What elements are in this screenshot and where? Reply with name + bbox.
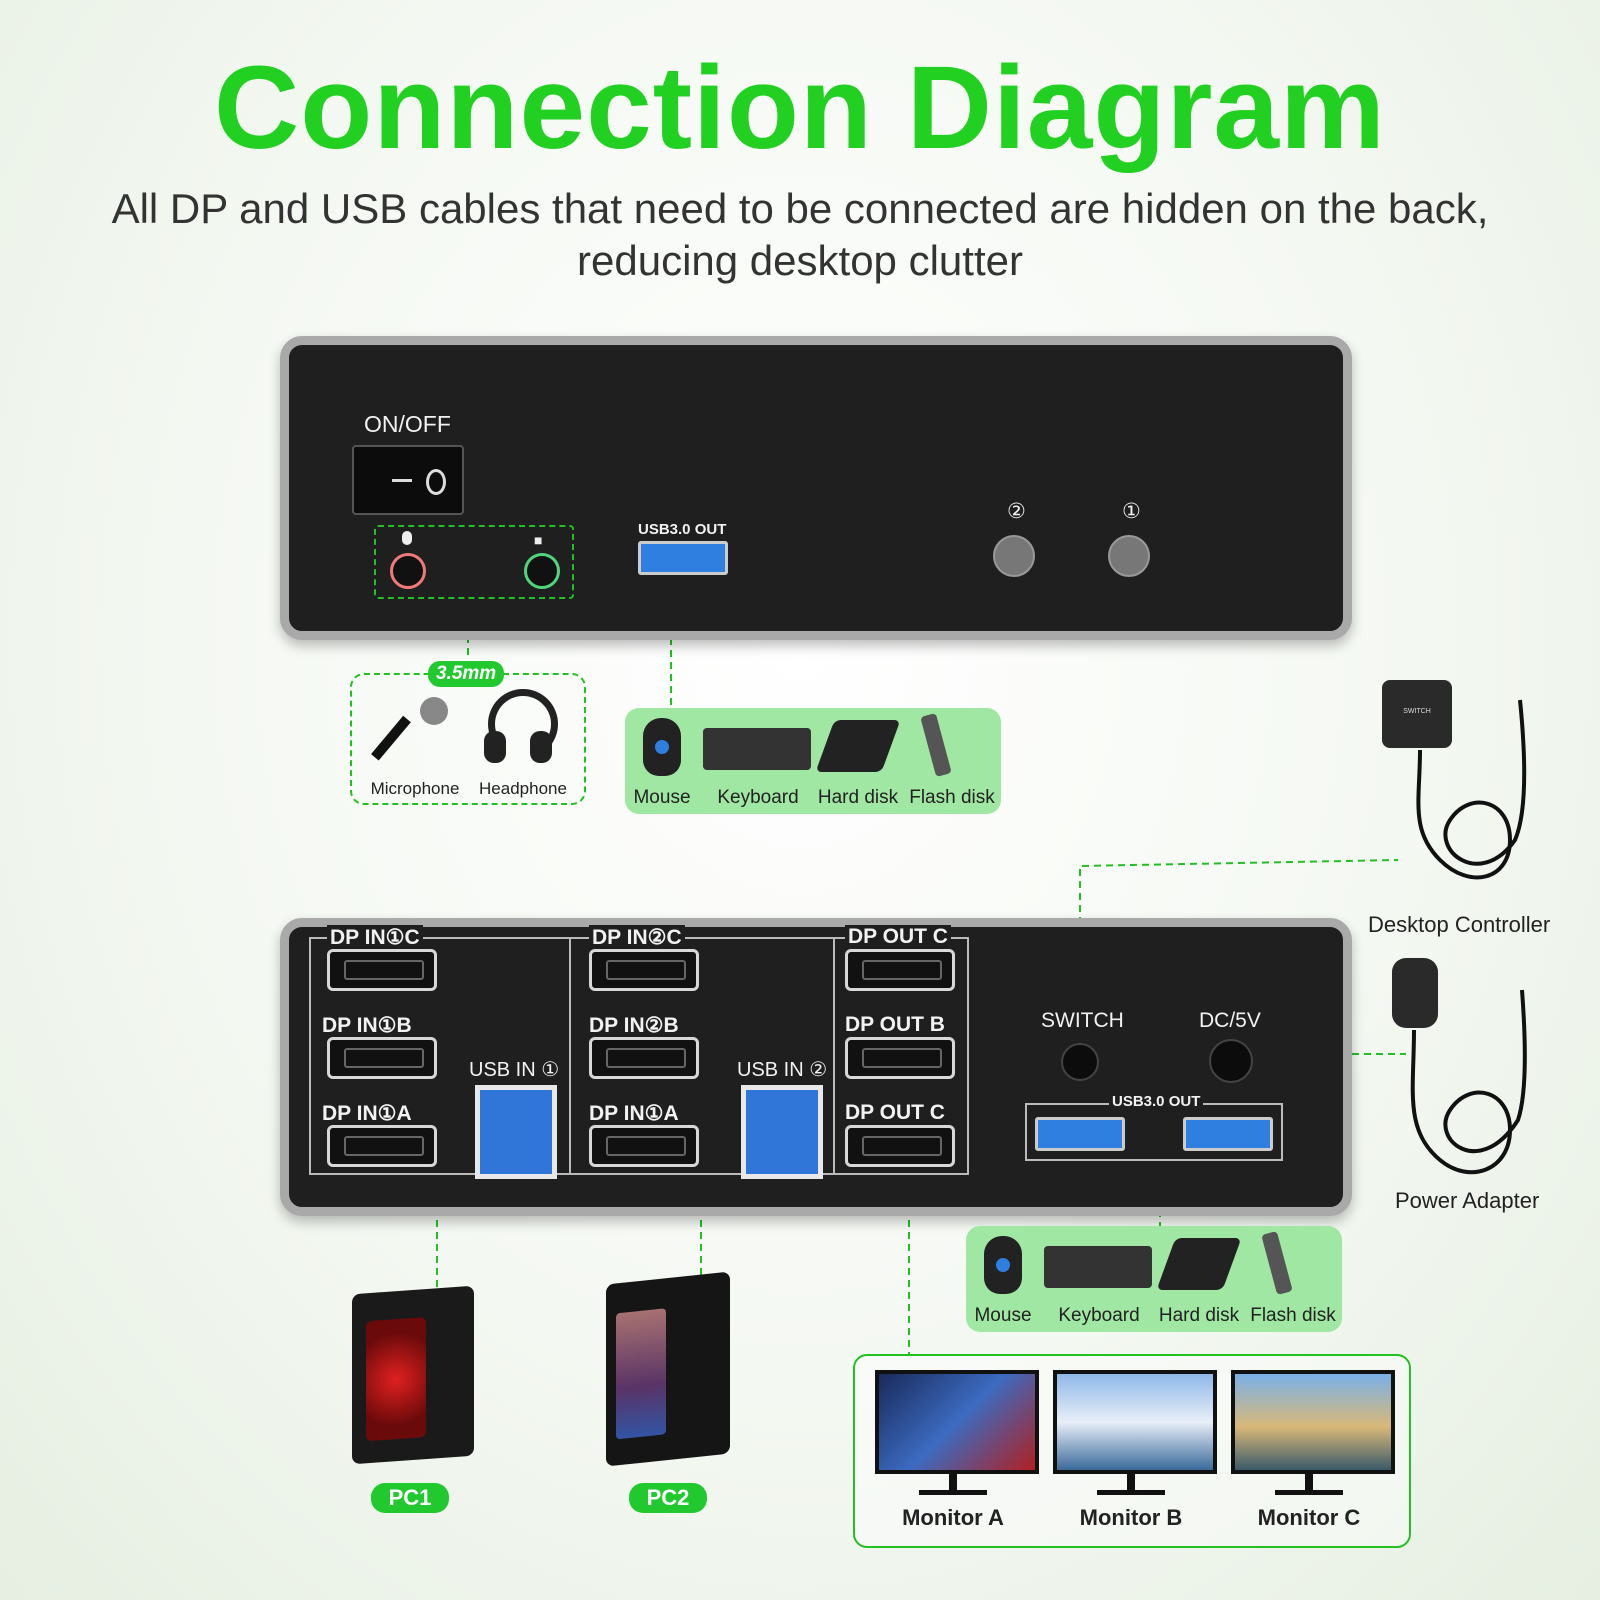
- microphone-jack[interactable]: [390, 553, 426, 589]
- microphone-icon: [402, 531, 412, 545]
- controller-print: SWITCH: [1403, 708, 1431, 715]
- front-usb-devices-box: Mouse Keyboard Hard disk Flash disk: [625, 708, 1001, 814]
- rear-device-label-hard-disk: Hard disk: [1158, 1305, 1240, 1326]
- dp-in-2a-port[interactable]: [589, 1125, 699, 1167]
- controller-cable-icon: [1416, 699, 1527, 880]
- microphone-label: Microphone: [370, 779, 460, 798]
- front-device-label-keyboard: Keyboard: [717, 787, 799, 808]
- dp-out-b-label: DP OUT B: [845, 1013, 945, 1036]
- dc-power-port[interactable]: [1209, 1039, 1253, 1083]
- dp-in-1c-port[interactable]: [327, 949, 437, 991]
- dp-in-1b-label: DP IN①B: [322, 1014, 412, 1037]
- audio-devices-box: 3.5mm Microphone Headphone: [350, 661, 586, 805]
- dc-port-label: DC/5V: [1199, 1009, 1261, 1032]
- rear-device-label-mouse: Mouse: [974, 1305, 1032, 1326]
- headphone-jack[interactable]: [524, 553, 560, 589]
- monitor-a-icon: [875, 1370, 1039, 1474]
- dp-in-2b-label: DP IN②B: [589, 1014, 679, 1037]
- pc1-tower-icon: [352, 1285, 474, 1465]
- dp-in-2c-port[interactable]: [589, 949, 699, 991]
- rear-panel: DP IN①C DP IN①B DP IN①A USB IN ① DP IN②C…: [280, 918, 1352, 1216]
- dp-in-2a-label: DP IN①A: [589, 1102, 679, 1125]
- rear-usb-out-port-2[interactable]: [1183, 1117, 1273, 1151]
- usb-in-2-port[interactable]: [741, 1085, 823, 1179]
- subtitle-line-1: All DP and USB cables that need to be co…: [111, 185, 1489, 232]
- audio-size-badge: 3.5mm: [428, 661, 505, 687]
- audio-ports-group: ■: [374, 525, 574, 599]
- monitor-c-label: Monitor C: [1257, 1505, 1361, 1530]
- dp-in-2c-label: DP IN②C: [589, 925, 685, 950]
- dp-in-1a-port[interactable]: [327, 1125, 437, 1167]
- speaker-icon: ■: [534, 532, 543, 548]
- rear-device-label-keyboard: Keyboard: [1058, 1305, 1140, 1326]
- switch-port[interactable]: [1061, 1043, 1099, 1081]
- usb-in-1-text: USB IN ①: [469, 1059, 560, 1081]
- keyboard-icon: [1044, 1246, 1152, 1288]
- switch-button-1[interactable]: [1108, 535, 1150, 577]
- switch-button-2[interactable]: [993, 535, 1035, 577]
- button-2-label: ②: [1007, 500, 1026, 523]
- usb-in-2-label: USB IN ②: [737, 1059, 828, 1081]
- power-switch[interactable]: [352, 445, 464, 515]
- front-device-label-hard-disk: Hard disk: [817, 787, 899, 808]
- pc2-badge: PC2: [629, 1483, 707, 1513]
- headphone-image-icon: [482, 689, 558, 765]
- usb-in-1-port[interactable]: [475, 1085, 557, 1179]
- dp-out-c-top-port[interactable]: [845, 949, 955, 991]
- dp-in-2b-port[interactable]: [589, 1037, 699, 1079]
- headphone-label: Headphone: [479, 779, 567, 798]
- dp-in-1c-label: DP IN①C: [327, 925, 423, 950]
- front-device-label-flash-disk: Flash disk: [909, 787, 995, 808]
- pc2-tower-icon: [606, 1271, 730, 1467]
- dp-out-c-bottom-label: DP OUT C: [845, 1101, 945, 1124]
- monitors-box: Monitor A Monitor B Monitor C: [853, 1354, 1411, 1548]
- dp-in-1b-port[interactable]: [327, 1037, 437, 1079]
- monitor-b-label: Monitor B: [1079, 1505, 1183, 1530]
- desktop-controller-label: Desktop Controller: [1368, 912, 1551, 937]
- dp-out-c-top-label: DP OUT C: [845, 925, 951, 949]
- page-title: Connection Diagram: [214, 42, 1386, 174]
- dp-in-1a-label: DP IN①A: [322, 1102, 412, 1125]
- dp-out-b-port[interactable]: [845, 1037, 955, 1079]
- mouse-icon: [643, 718, 681, 776]
- switch-port-label: SWITCH: [1041, 1009, 1124, 1032]
- monitor-b-icon: [1053, 1370, 1217, 1474]
- pc1-badge: PC1: [371, 1483, 449, 1513]
- front-panel: ON/OFF ■ USB3.0 OUT ② ①: [280, 336, 1352, 640]
- power-adapter-icon: [1392, 958, 1438, 1028]
- keyboard-icon: [703, 728, 811, 770]
- subtitle-line-2: reducing desktop clutter: [577, 237, 1023, 284]
- hard-disk-icon: [815, 720, 901, 772]
- rear-device-label-flash-disk: Flash disk: [1250, 1305, 1336, 1326]
- page-subtitle: All DP and USB cables that need to be co…: [60, 183, 1540, 287]
- front-usb-out-label: USB3.0 OUT: [638, 521, 727, 538]
- front-device-label-mouse: Mouse: [633, 787, 691, 808]
- dp-out-c-bottom-port[interactable]: [845, 1125, 955, 1167]
- monitor-c-icon: [1231, 1370, 1395, 1474]
- rear-usb-devices-box: Mouse Keyboard Hard disk Flash disk: [966, 1226, 1342, 1332]
- desktop-controller-icon: SWITCH: [1382, 680, 1452, 748]
- flash-disk-icon: [1261, 1230, 1293, 1296]
- power-adapter-label: Power Adapter: [1395, 1188, 1540, 1213]
- flash-disk-icon: [920, 712, 952, 778]
- rear-usb-out-label: USB3.0 OUT: [1109, 1093, 1204, 1110]
- power-switch-label: ON/OFF: [364, 411, 451, 437]
- microphone-image-icon: [371, 695, 450, 765]
- adapter-cable-icon: [1410, 989, 1527, 1175]
- monitor-a-label: Monitor A: [902, 1505, 1004, 1530]
- rear-usb-out-port-1[interactable]: [1035, 1117, 1125, 1151]
- hard-disk-icon: [1156, 1238, 1242, 1290]
- mouse-icon: [984, 1236, 1022, 1294]
- front-usb-out-port[interactable]: [638, 541, 728, 575]
- button-1-label: ①: [1122, 500, 1141, 523]
